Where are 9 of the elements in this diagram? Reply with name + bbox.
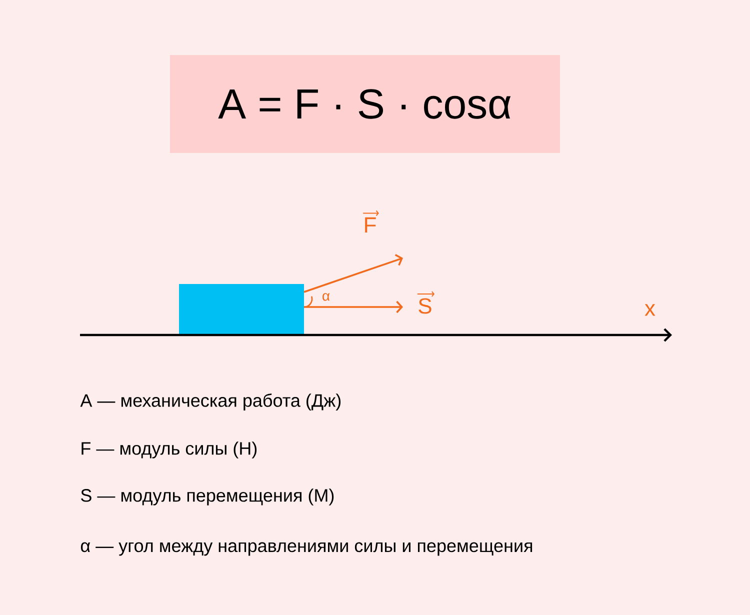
definition-text: S — модуль перемещения (М): [81, 488, 334, 506]
formula-box: A = F · S · cosα: [170, 55, 560, 153]
axis-label: x: [644, 304, 656, 316]
vector-label: F: [362, 210, 379, 233]
definition-text: α — угол между направлениями силы и перемещения: [80, 542, 532, 556]
vector-label: S: [416, 291, 435, 314]
definition-text: A — механическая работа (Дж): [80, 394, 341, 410]
definition-text: F — модуль силы (Н): [82, 442, 257, 458]
angle-label: α: [322, 293, 330, 301]
